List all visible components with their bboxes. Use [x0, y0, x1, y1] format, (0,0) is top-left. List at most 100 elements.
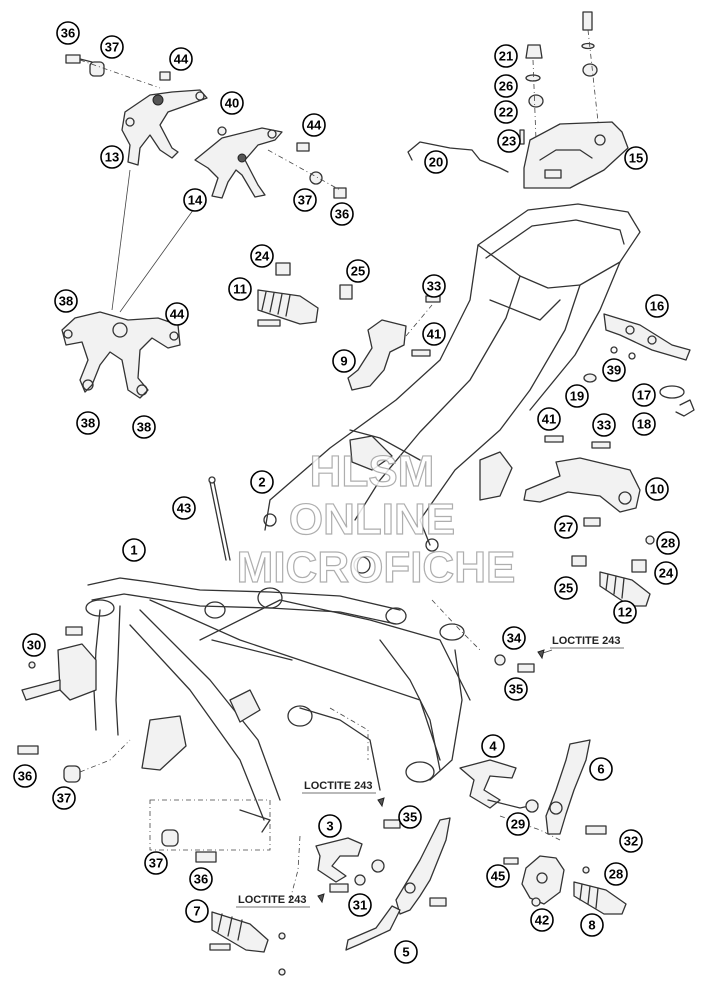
svg-text:29: 29 [511, 817, 525, 832]
svg-text:15: 15 [629, 151, 643, 166]
svg-text:28: 28 [609, 867, 623, 882]
svg-text:23: 23 [502, 134, 516, 149]
svg-text:44: 44 [170, 307, 185, 322]
callout-2: 2 [250, 470, 274, 494]
svg-text:37: 37 [149, 856, 163, 871]
callout-37: 37 [52, 786, 76, 810]
callout-44: 44 [165, 302, 189, 326]
washer-34 [494, 654, 506, 666]
subframe-2-drawing [263, 203, 641, 574]
callout-13: 13 [100, 145, 124, 169]
svg-text:25: 25 [351, 264, 365, 279]
svg-text:27: 27 [559, 520, 573, 535]
svg-text:6: 6 [597, 762, 604, 777]
callout-16: 16 [645, 294, 669, 318]
bracket-45-drawing [503, 855, 565, 907]
svg-text:14: 14 [188, 193, 203, 208]
svg-text:30: 30 [27, 638, 41, 653]
callout-21: 21 [494, 44, 518, 68]
footpeg-7-drawing [209, 911, 286, 976]
nut-30 [28, 661, 36, 669]
svg-text:33: 33 [427, 279, 441, 294]
svg-text:41: 41 [427, 327, 441, 342]
callout-23: 23 [497, 129, 521, 153]
bolt-36-left [17, 745, 39, 755]
svg-text:ONLINE: ONLINE [289, 495, 455, 544]
callout-27: 27 [554, 515, 578, 539]
svg-text:44: 44 [174, 52, 189, 67]
svg-text:38: 38 [81, 416, 95, 431]
bolt-31 [329, 883, 349, 893]
svg-text:36: 36 [194, 872, 208, 887]
svg-text:37: 37 [298, 193, 312, 208]
callout-39: 39 [602, 358, 626, 382]
svg-text:7: 7 [193, 904, 200, 919]
bracket-14-drawing [194, 127, 283, 199]
callout-33: 33 [592, 413, 616, 437]
callout-25: 25 [554, 576, 578, 600]
bracket-9-drawing [347, 295, 441, 391]
svg-text:LOCTITE 243: LOCTITE 243 [304, 780, 372, 792]
svg-text:19: 19 [570, 389, 584, 404]
svg-text:40: 40 [225, 96, 239, 111]
callout-8: 8 [580, 913, 604, 937]
callout-5: 5 [394, 940, 418, 964]
svg-text:1: 1 [130, 543, 137, 558]
svg-text:5: 5 [402, 945, 409, 960]
callout-30: 30 [22, 633, 46, 657]
callout-36: 36 [13, 764, 37, 788]
callout-42: 42 [530, 908, 554, 932]
loctite-note-lower: LOCTITE 243 [236, 893, 325, 908]
callout-15: 15 [624, 146, 648, 170]
callout-32: 32 [619, 829, 643, 853]
callout-38: 38 [76, 411, 100, 435]
svg-text:2: 2 [258, 475, 265, 490]
bolt-30-a [65, 626, 83, 636]
callout-19: 19 [565, 384, 589, 408]
svg-text:38: 38 [137, 420, 151, 435]
rod-20-drawing [407, 141, 509, 173]
svg-text:36: 36 [61, 26, 75, 41]
svg-text:LOCTITE 243: LOCTITE 243 [552, 635, 620, 647]
bolt-36-top [65, 54, 93, 64]
callout-44: 44 [169, 47, 193, 71]
svg-text:36: 36 [335, 207, 349, 222]
callout-1: 1 [122, 538, 146, 562]
svg-text:16: 16 [650, 299, 664, 314]
svg-text:42: 42 [535, 913, 549, 928]
callout-14: 14 [183, 188, 207, 212]
main-frame-1-drawing [21, 577, 471, 833]
bracket-4-drawing [459, 759, 539, 813]
callout-12: 12 [613, 600, 637, 624]
svg-text:22: 22 [499, 105, 513, 120]
callout-3: 3 [318, 814, 342, 838]
callout-45: 45 [486, 864, 510, 888]
callout-40: 40 [220, 91, 244, 115]
svg-text:13: 13 [105, 150, 119, 165]
callout-10: 10 [645, 477, 669, 501]
svg-text:25: 25 [559, 581, 573, 596]
callout-22: 22 [494, 100, 518, 124]
callout-38: 38 [132, 415, 156, 439]
callout-35: 35 [398, 805, 422, 829]
footpeg-8-drawing [573, 866, 627, 915]
svg-text:MICROFICHE: MICROFICHE [237, 543, 516, 592]
bolt-36-low [195, 851, 217, 863]
callout-9: 9 [332, 349, 356, 373]
svg-text:24: 24 [255, 249, 270, 264]
lever-6-drawing [545, 739, 607, 835]
callout-26: 26 [494, 74, 518, 98]
callout-36: 36 [330, 202, 354, 226]
svg-text:26: 26 [499, 79, 513, 94]
svg-text:35: 35 [509, 682, 523, 697]
fastener-stack-right [581, 11, 601, 141]
loctite-note-right: LOCTITE 243 [537, 635, 624, 660]
callout-29: 29 [506, 812, 530, 836]
svg-text:36: 36 [18, 769, 32, 784]
bracket-38-drawing [61, 311, 181, 399]
svg-text:38: 38 [59, 294, 73, 309]
part-16-drawing [583, 313, 695, 417]
bolt-36-b [333, 187, 347, 199]
bracket-10-drawing [523, 435, 655, 545]
callout-37: 37 [100, 35, 124, 59]
